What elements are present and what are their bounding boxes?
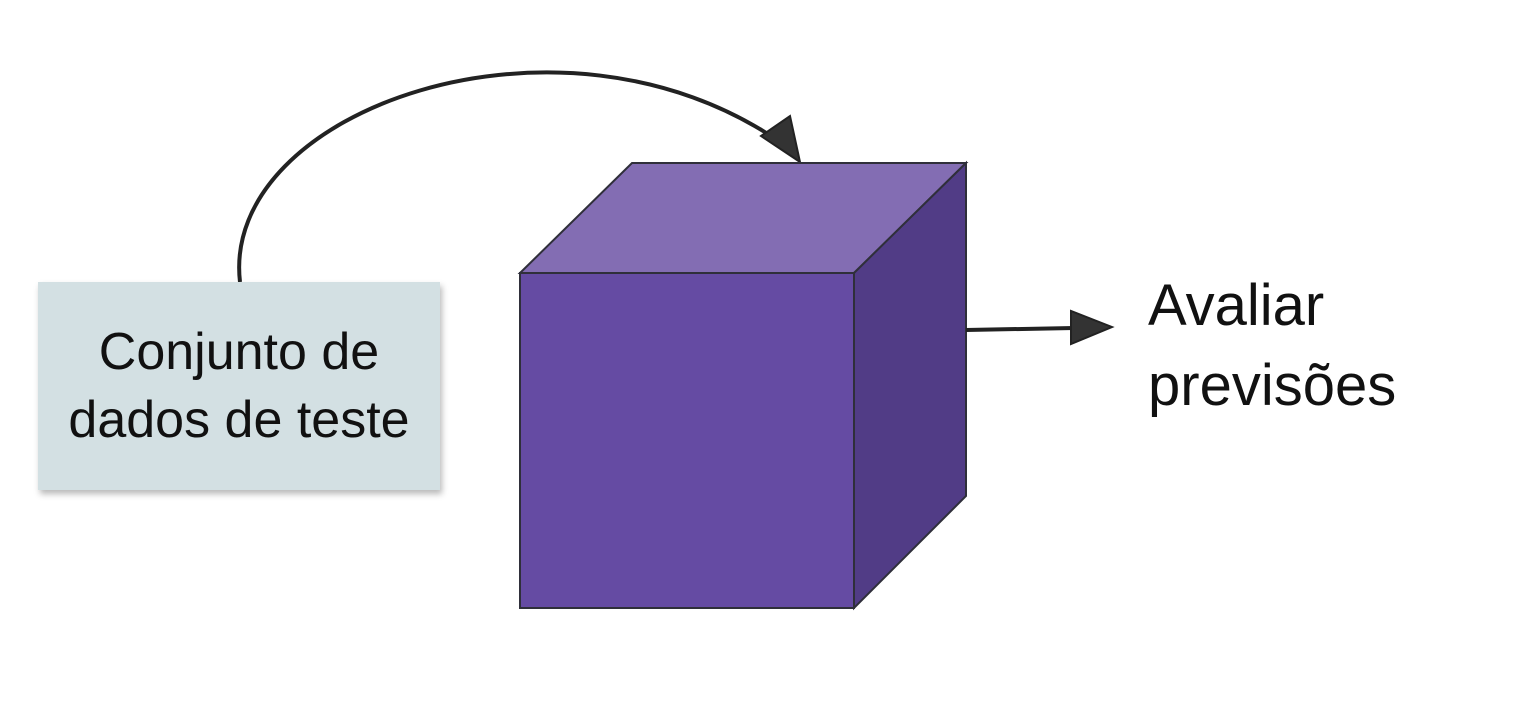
curved-flow-arrow-line [237,70,782,283]
output-flow-arrowhead [1070,309,1115,346]
test-dataset-label-line-2: dados de teste [68,391,410,449]
curved-flow-arrowhead [759,114,802,165]
test-dataset-label-line-1: Conjunto de [98,323,380,381]
output-flow-arrow-line [965,326,1075,332]
test-dataset-box: Conjunto de dados de teste [38,282,440,490]
evaluate-predictions-label: Avaliar previsões [1148,266,1508,426]
purple-cube-icon [517,160,969,611]
cube-front-face [519,272,855,609]
evaluate-predictions-line-1: Avaliar [1148,273,1325,338]
evaluate-predictions-line-2: previsões [1148,353,1397,418]
